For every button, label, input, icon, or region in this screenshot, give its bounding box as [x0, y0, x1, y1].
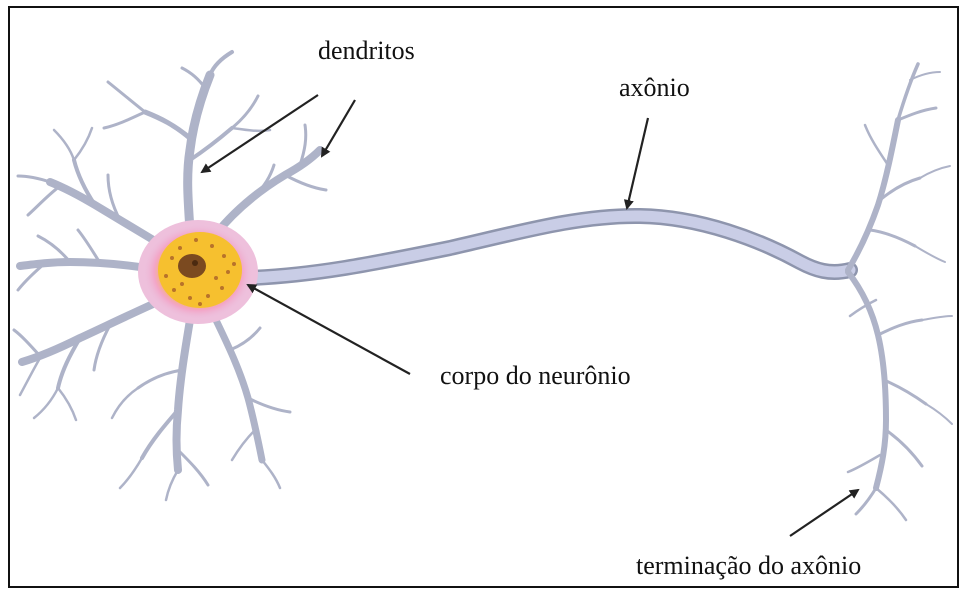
arrow-cell-body [248, 285, 410, 374]
arrow-axon [627, 118, 648, 208]
axon [250, 216, 850, 278]
label-axon-terminal: terminação do axônio [636, 553, 861, 579]
label-axon: axônio [619, 75, 690, 101]
cell-body [138, 220, 258, 324]
axon-terminals [848, 64, 952, 520]
arrow-dendrites-2 [322, 100, 355, 156]
label-cell-body: corpo do neurônio [440, 363, 631, 389]
arrow-axon-terminal [790, 490, 858, 536]
label-dendrites: dendritos [318, 38, 415, 64]
nucleus [178, 254, 206, 278]
